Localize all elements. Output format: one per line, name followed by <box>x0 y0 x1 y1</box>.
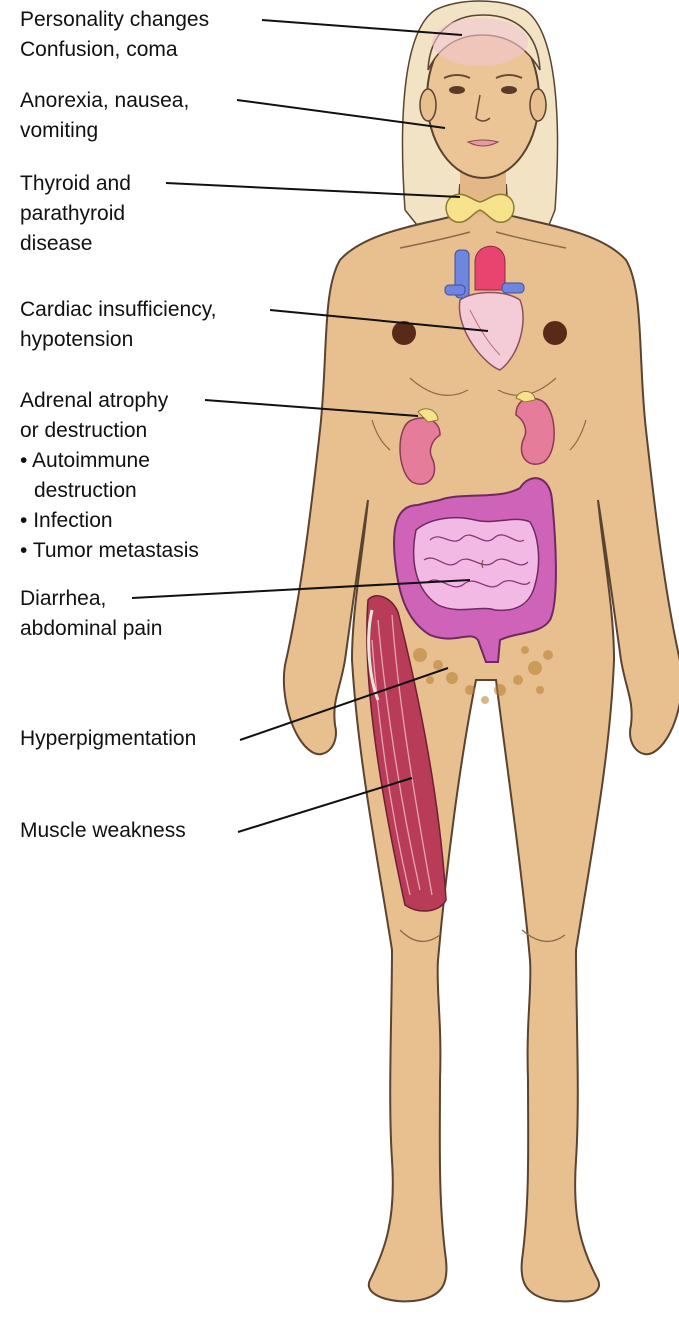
label-gi-lower-line1: Diarrhea, <box>20 584 162 614</box>
label-adrenal-cause-3: Tumor metastasis <box>20 536 199 566</box>
label-neuro-line1: Personality changes <box>20 5 209 35</box>
label-neuro-line2: Confusion, coma <box>20 35 209 65</box>
label-gi-lower-line2: abdominal pain <box>20 614 162 644</box>
label-gi-upper: Anorexia, nausea, vomiting <box>20 86 189 146</box>
left-eye <box>449 86 465 94</box>
label-cardiac: Cardiac insufficiency, hypotension <box>20 295 216 355</box>
label-muscle: Muscle weakness <box>20 816 186 846</box>
label-thyroid-line1: Thyroid and <box>20 169 131 199</box>
label-cardiac-line1: Cardiac insufficiency, <box>20 295 216 325</box>
label-gi-upper-line2: vomiting <box>20 116 189 146</box>
label-skin: Hyperpigmentation <box>20 724 196 754</box>
label-adrenal-cause-2: Infection <box>20 506 199 536</box>
brain-highlight <box>432 18 528 66</box>
label-gi-lower: Diarrhea, abdominal pain <box>20 584 162 644</box>
label-adrenal-line2: or destruction <box>20 416 199 446</box>
label-thyroid: Thyroid and parathyroid disease <box>20 169 131 259</box>
label-adrenal-cause-1-cont: destruction <box>20 476 199 506</box>
label-adrenal-cause-1: Autoimmune <box>20 446 199 476</box>
label-cardiac-line2: hypotension <box>20 325 216 355</box>
label-adrenal: Adrenal atrophy or destruction Autoimmun… <box>20 386 199 566</box>
right-ear <box>530 89 546 121</box>
label-skin-line1: Hyperpigmentation <box>20 724 196 754</box>
label-gi-upper-line1: Anorexia, nausea, <box>20 86 189 116</box>
label-thyroid-line3: disease <box>20 229 131 259</box>
label-muscle-line1: Muscle weakness <box>20 816 186 846</box>
right-nipple <box>543 321 567 345</box>
right-eye <box>501 86 517 94</box>
left-ear <box>420 89 436 121</box>
label-neuro: Personality changes Confusion, coma <box>20 5 209 65</box>
label-adrenal-line1: Adrenal atrophy <box>20 386 199 416</box>
label-thyroid-line2: parathyroid <box>20 199 131 229</box>
